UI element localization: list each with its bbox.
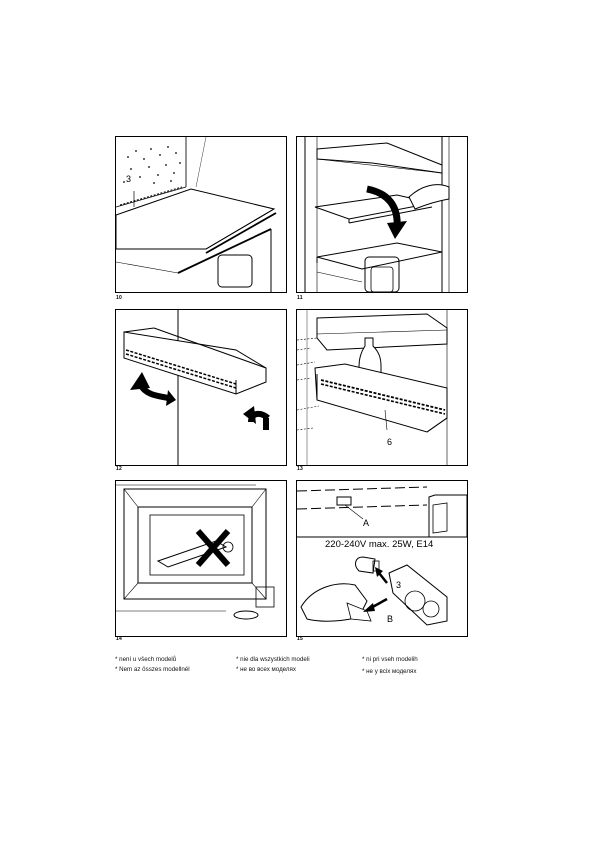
figure-11-drawing [304, 137, 450, 292]
figure-12-panel [115, 309, 287, 466]
figure-15-callout-a: A [363, 518, 370, 528]
footnote-ukrainian: * не у всіх моделях [362, 668, 417, 675]
figure-10-drawing [116, 137, 277, 292]
figure-13-drawing [297, 310, 448, 465]
figure-15-drawing [297, 486, 467, 626]
footnote-czech: * není u všech modelů [115, 656, 177, 663]
figure-13-callout: 6 [387, 437, 393, 447]
figure-10-callout: 3 [126, 174, 132, 184]
figure-11-panel [296, 136, 468, 293]
figure-15-callout-c: 3 [396, 580, 402, 590]
footnote-hungarian: * Nem az összes modellnél [115, 666, 190, 673]
figure-11-number: 11 [297, 295, 303, 301]
figure-14-number: 14 [116, 636, 122, 642]
footnote-russian: * не во всех моделях [236, 666, 296, 673]
footnote-slovenian: * ni pri vseh modelih [362, 656, 418, 663]
figure-15-callout-b: B [387, 614, 394, 624]
figure-14-panel [115, 480, 287, 637]
figure-14-drawing [116, 484, 275, 620]
figure-15-panel: A 220-240V max. 25W, E14 3 B [296, 480, 468, 637]
figure-15-lamp-spec: 220-240V max. 25W, E14 [325, 539, 434, 550]
figure-15-number: 15 [297, 636, 303, 642]
footnote-polish: * nie dla wszystkich modeli [236, 656, 310, 663]
figure-10-panel: 3 [115, 136, 287, 293]
figure-12-number: 12 [116, 466, 122, 472]
figure-10-number: 10 [116, 295, 122, 301]
figure-13-number: 13 [297, 466, 303, 472]
figure-13-panel: 6 [296, 309, 468, 466]
figure-12-drawing [123, 310, 270, 465]
